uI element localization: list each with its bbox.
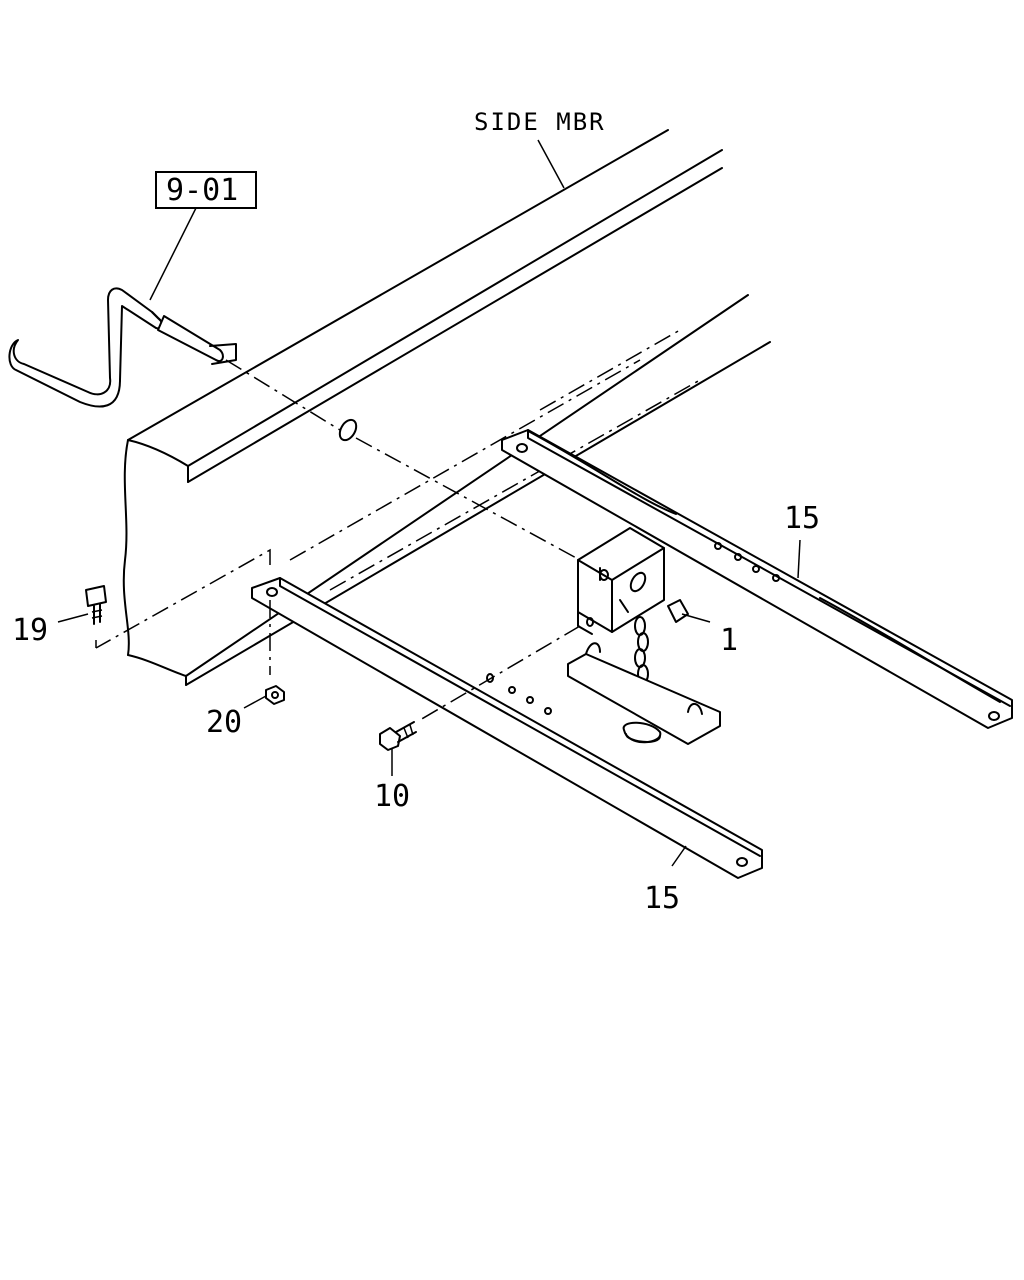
- callout-leaders: [57, 139, 801, 867]
- label-part-15-lower: 15: [644, 881, 680, 916]
- bolt-10: [379, 721, 417, 751]
- ref-box-frame: [155, 171, 257, 209]
- label-part-19: 19: [12, 613, 48, 648]
- label-part-10: 10: [374, 779, 410, 814]
- label-part-1: 1: [720, 623, 738, 658]
- label-part-15-upper: 15: [784, 501, 820, 536]
- side-member: [122, 129, 771, 686]
- label-ref-box: 9-01: [166, 173, 238, 208]
- label-side-member: SIDE MBR: [474, 108, 606, 136]
- nut-20: [265, 685, 285, 705]
- cross-beam-lower: [251, 577, 763, 879]
- crank-handle: [8, 287, 341, 431]
- label-part-20: 20: [206, 705, 242, 740]
- cross-member-phantom: [95, 329, 701, 649]
- tire-winch: [567, 527, 721, 745]
- assembly-lines: [269, 437, 581, 721]
- bolt-19: [85, 585, 107, 625]
- cross-beam-upper: [501, 429, 1013, 729]
